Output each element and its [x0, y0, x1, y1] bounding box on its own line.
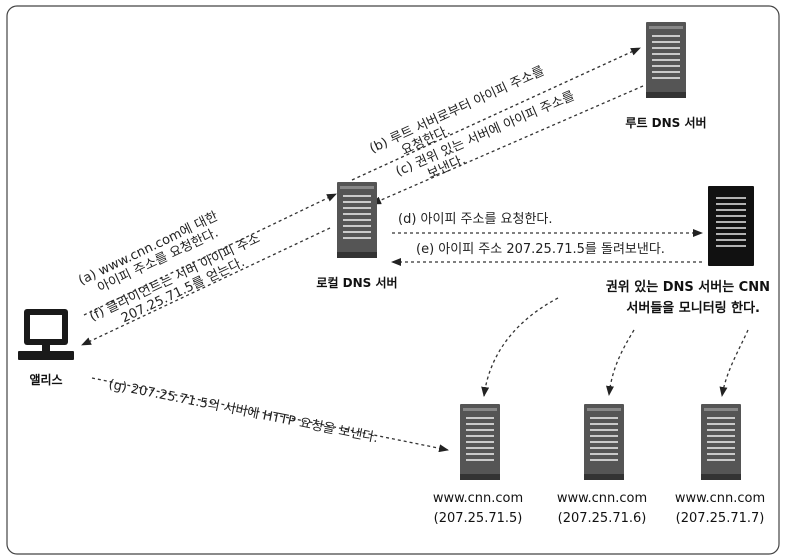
arrow-f — [81, 227, 331, 346]
arrow-b — [351, 47, 641, 181]
alice-label: 앨리스 — [29, 372, 62, 387]
arrow-monitor-1 — [481, 297, 559, 397]
root-dns-server-icon — [645, 21, 687, 99]
local-dns-server-icon — [336, 181, 378, 259]
web-server-icon-1 — [459, 403, 501, 481]
cnn-note-line-2: 서버들을 모니터링 한다. — [626, 300, 760, 316]
server-3-host: www.cnn.com — [675, 491, 765, 506]
local-dns-label: 로컬 DNS 서버 — [316, 275, 397, 290]
arrow-g — [91, 377, 449, 453]
arrow-c — [371, 85, 644, 205]
server-2-ip: (207.25.71.6) — [558, 511, 647, 526]
step-e-label: (e) 아이피 주소 207.25.71.5를 돌려보낸다. — [416, 242, 665, 257]
server-1-host: www.cnn.com — [433, 491, 523, 506]
web-server-icon-2 — [583, 403, 625, 481]
step-g-group: (g) 207.25.71.5의 서버에 HTTP 요청을 보낸다. — [107, 377, 379, 446]
authoritative-dns-server-icon — [707, 185, 755, 267]
step-d-label: (d) 아이피 주소를 요청한다. — [398, 212, 553, 227]
step-g-label: (g) 207.25.71.5의 서버에 HTTP 요청을 보낸다. — [107, 377, 379, 446]
web-server-icon-3 — [700, 403, 742, 481]
server-1-ip: (207.25.71.5) — [434, 511, 523, 526]
root-dns-label: 루트 DNS 서버 — [625, 115, 706, 130]
server-2-host: www.cnn.com — [557, 491, 647, 506]
server-3-ip: (207.25.71.7) — [676, 511, 765, 526]
arrow-monitor-3 — [719, 329, 749, 397]
frame-border — [6, 5, 780, 555]
arrow-a — [83, 193, 337, 316]
computer-icon — [18, 309, 74, 360]
cnn-note-line-1: 권위 있는 DNS 서버는 CNN — [606, 279, 770, 295]
arrow-monitor-2 — [606, 329, 635, 396]
